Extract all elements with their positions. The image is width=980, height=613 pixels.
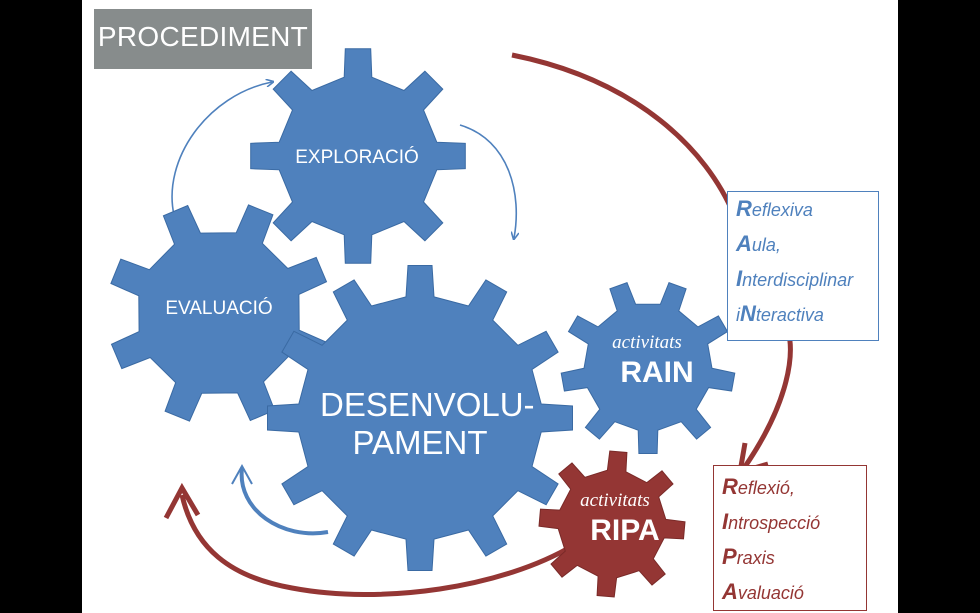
label-evaluacio: EVALUACIÓ xyxy=(165,298,273,319)
title-box: PROCEDIMENT xyxy=(94,9,312,69)
ripa-acronym-box: Reflexió, Introspecció Praxis Avaluació xyxy=(713,465,867,611)
slide: PROCEDIMENT EXPLORACIÓ EVALUACIÓ DESENVO… xyxy=(82,0,898,613)
label-rain-prefix: activitats xyxy=(612,332,682,353)
ripa-acronym-line-4: Avaluació xyxy=(722,579,804,604)
ripa-acronym-line-2: Introspecció xyxy=(722,509,821,534)
diagram-canvas xyxy=(110,48,793,598)
label-rain-name: RAIN xyxy=(620,356,694,389)
blue-arrow-desenvolupament-to-evaluacio xyxy=(239,467,329,536)
gear-rain xyxy=(560,281,736,454)
blue-arrow-evaluacio-to-exploracio xyxy=(171,82,272,216)
label-desenvolupament-line1: DESENVOLU- xyxy=(320,386,535,423)
gear-exploracio xyxy=(250,48,466,264)
label-ripa: activitats RIPA xyxy=(560,490,670,548)
label-exploracio: EXPLORACIÓ xyxy=(295,147,419,168)
label-ripa-prefix: activitats xyxy=(580,490,650,511)
red-arrow-to-evaluacio xyxy=(179,494,576,597)
rain-acronym-line-1: Reflexiva xyxy=(736,196,813,221)
rain-acronym-box: Reflexiva Aula, Interdisciplinar iNterac… xyxy=(727,191,879,341)
rain-acronym-line-4: iNteractiva xyxy=(736,301,824,326)
label-ripa-name: RIPA xyxy=(590,514,660,547)
rain-acronym-line-3: Interdisciplinar xyxy=(736,266,854,291)
label-desenvolupament-line2: PAMENT xyxy=(352,424,488,461)
ripa-acronym-line-3: Praxis xyxy=(722,544,775,569)
rain-acronym-line-2: Aula, xyxy=(736,231,781,256)
gear-desenvolupament xyxy=(267,265,573,571)
red-arrow-head-evaluacio xyxy=(163,482,201,520)
red-arrow-to-ripa xyxy=(511,52,793,470)
label-desenvolupament: DESENVOLU- PAMENT xyxy=(320,386,535,462)
ripa-acronym-line-1: Reflexió, xyxy=(722,474,795,499)
gear-evaluacio xyxy=(110,204,328,422)
blue-arrow-exploracio-to-desenvolupament xyxy=(459,124,516,238)
blue-arrowhead-evaluacio xyxy=(231,463,253,485)
label-rain: activitats RAIN xyxy=(592,332,702,390)
gear-ripa xyxy=(538,450,686,598)
